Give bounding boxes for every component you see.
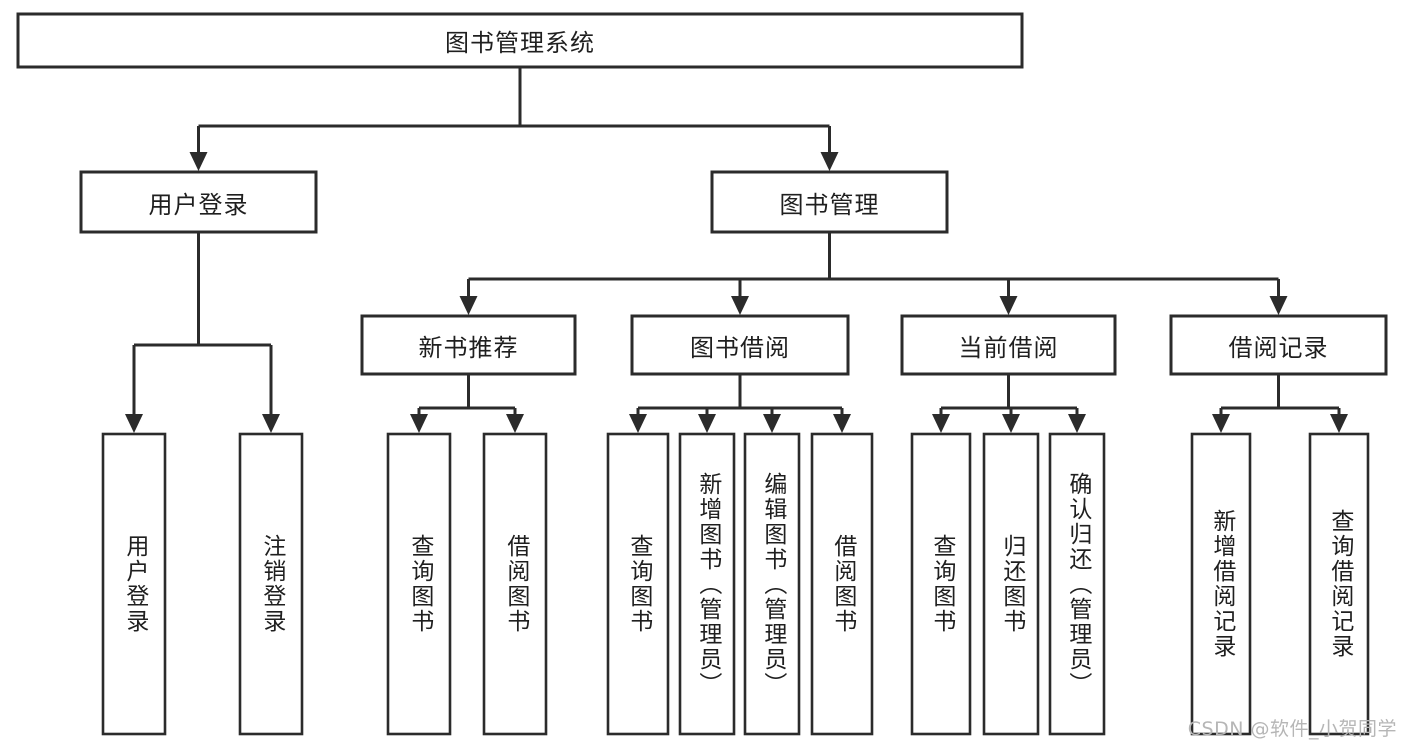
edge-group-current-borrow <box>932 374 1086 433</box>
node-box-leaf-query-book-rec[interactable] <box>386 432 452 736</box>
edge-arrow-borrow-record <box>1269 296 1288 315</box>
edge-arrow-leaf-return-book <box>1002 414 1020 433</box>
edge-group-book-borrow <box>629 374 851 433</box>
edge-arrow-current-borrow <box>999 296 1018 315</box>
node-box-leaf-add-book-admin[interactable] <box>678 432 736 736</box>
node-box-leaf-confirm-return-admin[interactable] <box>1048 432 1106 736</box>
edge-arrow-leaf-edit-book-admin <box>763 414 781 433</box>
edge-arrow-leaf-borrow-book-rec <box>506 414 524 433</box>
edge-arrow-leaf-user-login <box>125 414 143 433</box>
edge-group-new-book-recommend <box>410 374 524 433</box>
edge-arrow-leaf-query-borrow-record <box>1330 414 1348 433</box>
edge-arrow-new-book-recommend <box>459 296 478 315</box>
edge-group-borrow-record <box>1212 374 1348 433</box>
edge-arrow-leaf-user-logout <box>262 414 280 433</box>
edge-group-user-login <box>125 232 280 433</box>
node-box-leaf-query-book-cur[interactable] <box>910 432 972 736</box>
edge-arrow-book-borrow <box>731 296 749 315</box>
edge-arrow-leaf-query-book-bor <box>629 414 647 433</box>
node-box-book-borrow[interactable] <box>630 314 850 376</box>
edge-arrow-book-manage <box>820 152 839 171</box>
edge-layer <box>125 67 1348 433</box>
node-box-leaf-user-login[interactable] <box>101 432 167 736</box>
node-layer <box>16 12 1388 736</box>
edge-arrow-leaf-query-book-cur <box>932 414 950 433</box>
node-box-leaf-borrow-book-rec[interactable] <box>482 432 548 736</box>
edge-arrow-leaf-query-book-rec <box>410 414 428 433</box>
node-box-leaf-query-book-bor[interactable] <box>606 432 670 736</box>
node-box-leaf-return-book[interactable] <box>982 432 1040 736</box>
node-box-leaf-user-logout[interactable] <box>238 432 304 736</box>
edge-arrow-user-login <box>189 152 208 171</box>
node-box-root[interactable] <box>16 12 1024 69</box>
edge-arrow-leaf-confirm-return-admin <box>1068 414 1086 433</box>
node-box-leaf-add-borrow-record[interactable] <box>1190 432 1252 736</box>
node-box-new-book-recommend[interactable] <box>360 314 577 376</box>
node-box-leaf-edit-book-admin[interactable] <box>743 432 801 736</box>
edge-group-root <box>189 67 839 171</box>
edge-arrow-leaf-add-book-admin <box>698 414 716 433</box>
edge-arrow-leaf-add-borrow-record <box>1212 414 1230 433</box>
node-box-current-borrow[interactable] <box>900 314 1117 376</box>
node-box-book-manage[interactable] <box>710 170 949 234</box>
edge-group-book-manage <box>459 232 1288 315</box>
edge-arrow-leaf-borrow-book-bor <box>833 414 851 433</box>
node-box-leaf-borrow-book-bor[interactable] <box>810 432 874 736</box>
watermark-text: CSDN @软件_小贺同学 <box>1187 718 1397 740</box>
node-box-borrow-record[interactable] <box>1169 314 1388 376</box>
node-box-user-login[interactable] <box>79 170 318 234</box>
node-box-leaf-query-borrow-record[interactable] <box>1308 432 1370 736</box>
